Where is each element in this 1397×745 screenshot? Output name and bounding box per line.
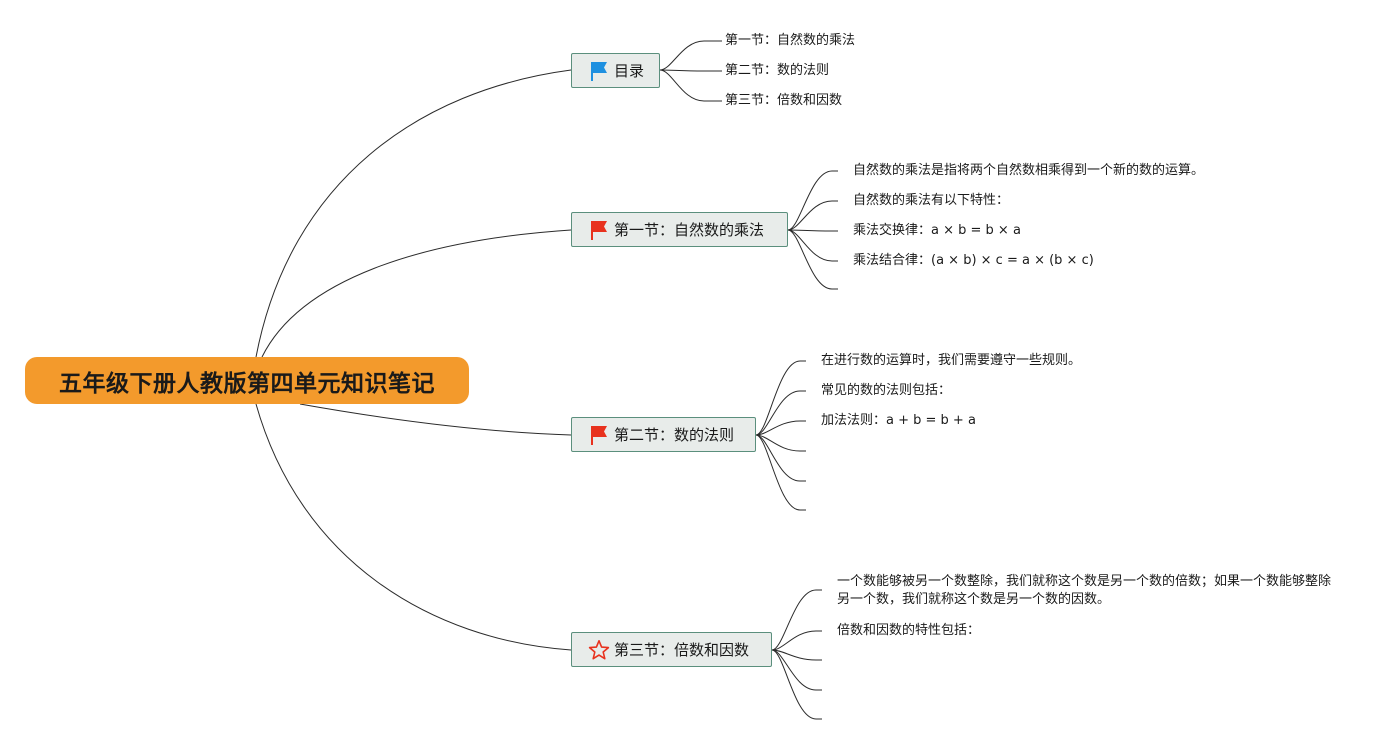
leaf-item[interactable]: 乘法交换律：a × b = b × a (853, 223, 1021, 238)
section-1-link-4 (787, 229, 838, 290)
leaf-item[interactable]: 第二节：数的法则 (725, 63, 830, 78)
section-2-link-3 (755, 434, 806, 452)
section-1-link-3 (787, 229, 838, 262)
toc-link-2 (659, 69, 722, 102)
section-2-link-0 (755, 360, 806, 436)
topic-label: 第三节：倍数和因数 (614, 641, 750, 659)
toc-link-0 (659, 40, 722, 71)
root-link-section-2 (299, 403, 572, 436)
root-topic[interactable]: 五年级下册人教版第四单元知识笔记 (25, 357, 469, 404)
blue-flag-icon (588, 60, 610, 82)
section-3-link-4 (771, 649, 822, 720)
topic-label: 目录 (614, 62, 645, 80)
section-1-link-2 (787, 229, 838, 232)
root-title: 五年级下册人教版第四单元知识笔记 (59, 370, 435, 397)
leaf-item[interactable]: 加法法则：a + b = b + a (821, 413, 976, 428)
topic-label: 第二节：数的法则 (614, 426, 735, 444)
section-3-link-0 (771, 589, 822, 651)
leaf-item[interactable]: 常见的数的法则包括： (821, 383, 952, 398)
leaf-item[interactable]: 一个数能够被另一个数整除，我们就称这个数是另一个数的倍数；如果一个数能够整除另一… (837, 574, 1332, 607)
root-link-section-1 (261, 229, 572, 358)
toc-link-1 (659, 69, 722, 72)
section-1-link-0 (787, 170, 838, 231)
section-2-link-2 (755, 420, 806, 436)
leaf-item[interactable]: 第三节：倍数和因数 (725, 93, 843, 108)
section-3-link-3 (771, 649, 822, 691)
section-3-link-1 (771, 630, 822, 651)
section-3-link-2 (771, 649, 822, 661)
topic-section-1[interactable]: 第一节：自然数的乘法 (571, 212, 788, 247)
leaf-item[interactable]: 自然数的乘法是指将两个自然数相乘得到一个新的数的运算。 (853, 163, 1205, 178)
topic-table-of-contents[interactable]: 目录 (571, 53, 660, 88)
leaf-item[interactable]: 乘法结合律：(a × b) × c = a × (b × c) (853, 253, 1094, 268)
red-flag-icon (588, 424, 610, 446)
leaf-item[interactable]: 自然数的乘法有以下特性： (853, 193, 1010, 208)
topic-label: 第一节：自然数的乘法 (614, 221, 765, 239)
section-2-link-5 (755, 434, 806, 511)
red-star-icon (588, 639, 610, 661)
topic-section-2[interactable]: 第二节：数的法则 (571, 417, 756, 452)
section-2-link-1 (755, 390, 806, 436)
root-link-toc (255, 69, 572, 358)
leaf-item[interactable]: 在进行数的运算时，我们需要遵守一些规则。 (821, 353, 1082, 368)
leaf-item[interactable]: 第一节：自然数的乘法 (725, 33, 856, 48)
section-2-link-4 (755, 434, 806, 482)
topic-section-3[interactable]: 第三节：倍数和因数 (571, 632, 772, 667)
leaf-item[interactable]: 倍数和因数的特性包括： (837, 623, 981, 638)
section-1-link-1 (787, 200, 838, 231)
red-flag-icon (588, 219, 610, 241)
root-link-section-3 (255, 403, 572, 651)
